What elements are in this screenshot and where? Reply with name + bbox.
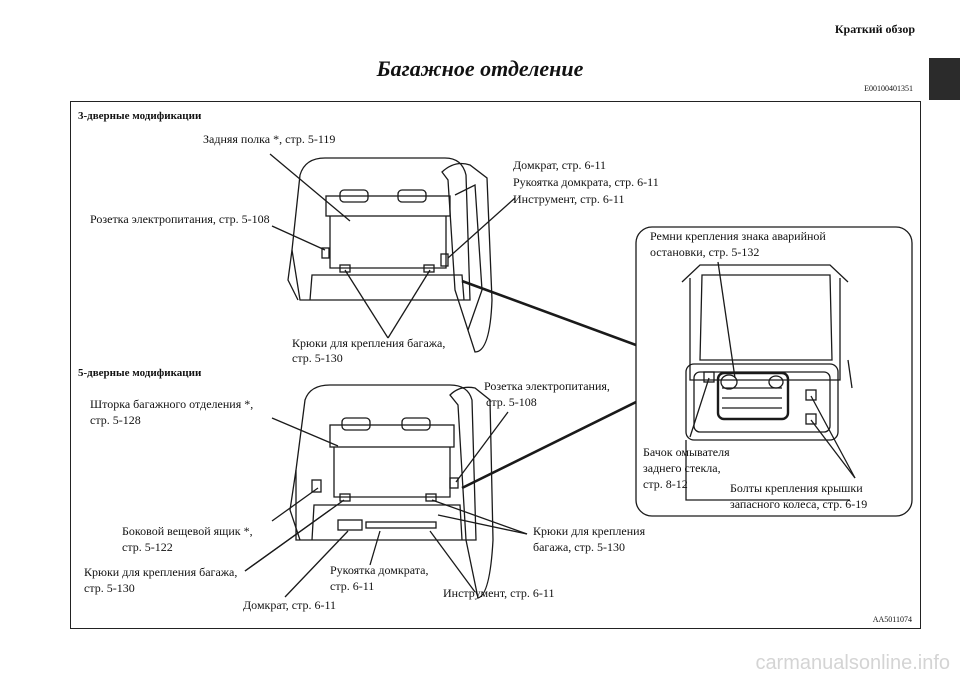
label-jack-handle: Рукоятка домкрата, стр. 6-11 [513, 175, 659, 189]
label-jack-handle-5d: Рукоятка домкрата, [330, 563, 429, 577]
label-washer-tank-page: стр. 8-12 [643, 477, 688, 491]
figure-frame [70, 101, 921, 629]
label-side-box: Боковой вещевой ящик *, [122, 524, 253, 538]
figure-code: AA5011074 [872, 615, 912, 624]
page-title: Багажное отделение [376, 56, 584, 81]
five-door-car-drawing [289, 384, 494, 599]
label-cargo-blind-page: стр. 5-128 [90, 413, 141, 427]
label-hooks-right: Крюки для крепления [533, 524, 646, 538]
label-tools-5d: Инструмент, стр. 6-11 [443, 586, 555, 600]
label-cargo-blind: Шторка багажного отделения *, [90, 397, 254, 411]
label-spare-wheel-bolts-page: запасного колеса, стр. 6-19 [730, 497, 868, 511]
page-code: E00100401351 [864, 84, 913, 93]
label-side-box-page: стр. 5-122 [122, 540, 173, 554]
label-tools: Инструмент, стр. 6-11 [513, 192, 625, 206]
label-warning-sign-straps-page: остановки, стр. 5-132 [650, 245, 760, 259]
section-tab-marker [929, 58, 960, 100]
label-power-socket-5d: Розетка электропитания, [484, 379, 610, 393]
tailgate-detail-drawing [681, 264, 853, 501]
label-power-socket-5d-page: стр. 5-108 [486, 395, 537, 409]
label-luggage-hooks: Крюки для крепления багажа, [292, 336, 446, 350]
label-jack-handle-5d-page: стр. 6-11 [330, 579, 375, 593]
label-rear-shelf: Задняя полка *, стр. 5-119 [203, 132, 336, 146]
watermark: carmanualsonline.info [755, 652, 950, 674]
label-jack-5d: Домкрат, стр. 6-11 [243, 598, 337, 612]
label-hooks-left-page: стр. 5-130 [84, 581, 135, 595]
label-washer-tank: Бачок омывателя [643, 445, 730, 459]
label-power-socket: Розетка электропитания, стр. 5-108 [90, 212, 270, 226]
label-spare-wheel-bolts: Болты крепления крышки [730, 481, 863, 495]
detail-box [635, 226, 913, 517]
label-jack: Домкрат, стр. 6-11 [513, 158, 607, 172]
label-hooks-right-page: багажа, стр. 5-130 [533, 540, 626, 554]
label-hooks-left: Крюки для крепления багажа, [84, 565, 238, 579]
label-washer-tank-2: заднего стекла, [643, 461, 721, 475]
three-door-car-drawing [287, 157, 493, 353]
label-luggage-hooks-page: стр. 5-130 [292, 351, 343, 365]
five-door-heading: 5-дверные модификации [78, 367, 202, 379]
three-door-heading: 3-дверные модификации [78, 110, 202, 122]
label-warning-sign-straps: Ремни крепления знака аварийной [650, 229, 826, 243]
section-header: Краткий обзор [834, 22, 915, 36]
